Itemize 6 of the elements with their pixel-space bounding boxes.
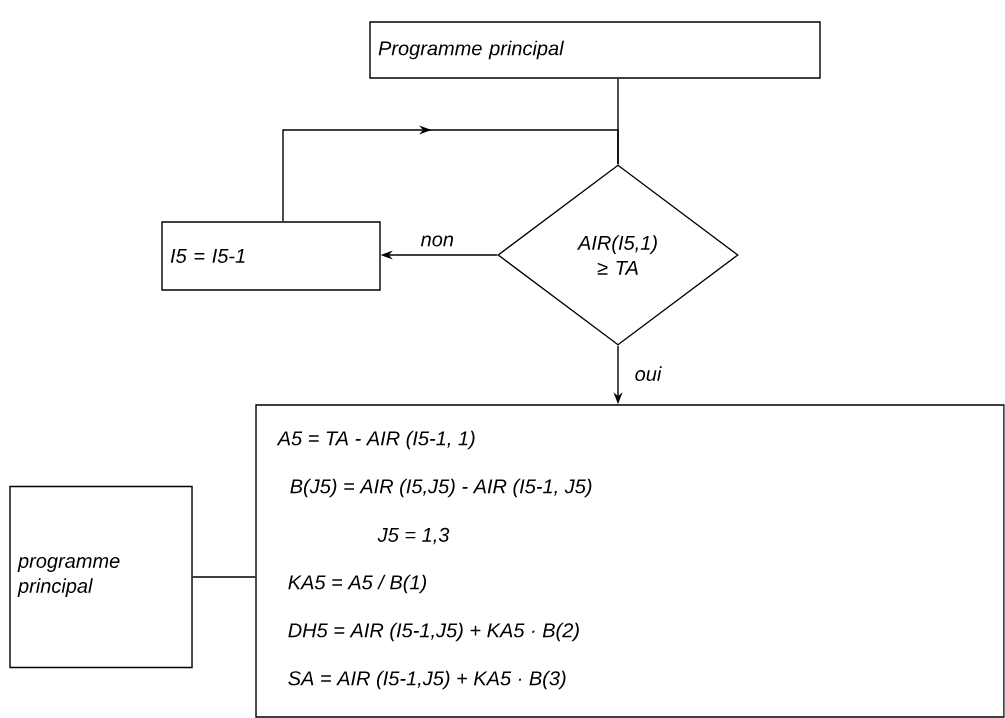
process-box: A5 = TA - AIR (I5-1, 1) B(J5) = AIR (I5,J5) - AIR (I5-1, J5) J5 = 1,3 KA5 = A5 / B(1) DH5 = AIR (I5-1,J5) + KA5 · B(2) SA = AIR (I5-1,J5) + KA5 · B(3) — [255, 404, 1005, 718]
arrow — [282, 125, 619, 222]
process-box: Programme principal — [369, 21, 821, 79]
process-box: I5 = I5-1 — [161, 221, 381, 291]
process-box: programme principal — [9, 485, 193, 669]
edge-label: oui — [632, 364, 664, 384]
